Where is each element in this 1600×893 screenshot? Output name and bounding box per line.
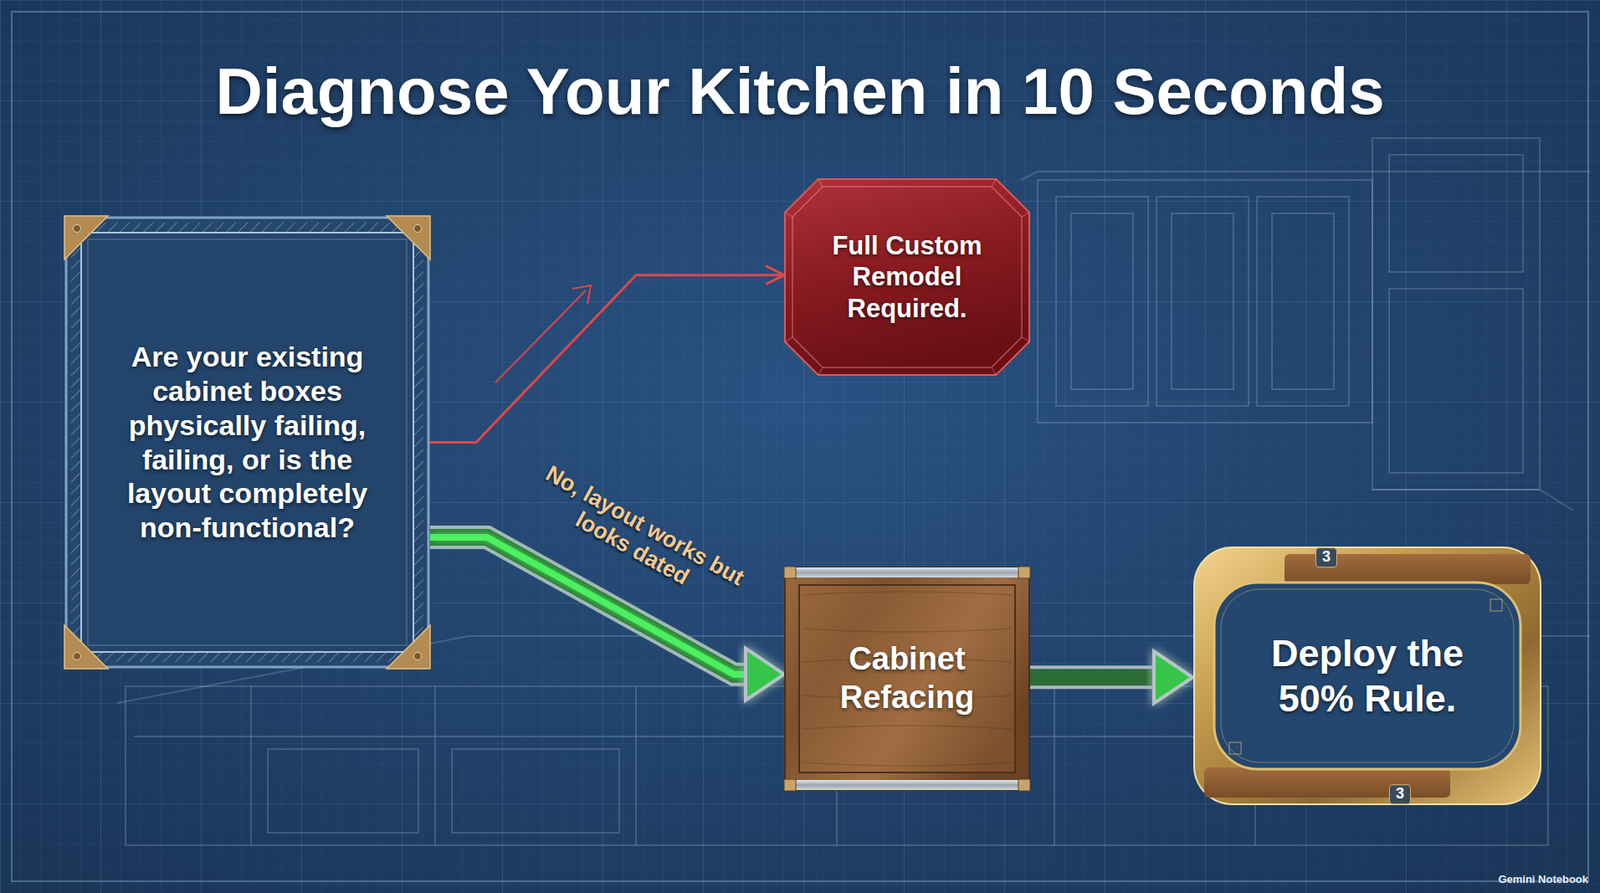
corner-bracket: [386, 215, 431, 260]
node-text-group: Deploy the 50% Rule.: [1254, 630, 1481, 722]
title: Diagnose Your Kitchen in 10 Seconds: [0, 53, 1600, 130]
node-shape: [64, 215, 431, 669]
node-shape: [784, 566, 1031, 791]
connector-arrow: [1030, 651, 1193, 703]
connector-arrow: [430, 266, 785, 443]
wood-grain: [802, 628, 1012, 632]
corner-bracket: [386, 625, 431, 669]
outcome-octagon: Full Custom Remodel Required.: [784, 178, 1031, 376]
octagon-facet: [818, 367, 823, 375]
octagon-facet: [1021, 337, 1030, 342]
node-shape: [1192, 545, 1543, 806]
corner-screw: [414, 652, 422, 661]
connector-line: [1030, 673, 1154, 681]
octagon-outline: [784, 179, 1030, 375]
arrowhead: [745, 648, 785, 701]
gold-frame: [1194, 547, 1541, 805]
frame-inner: [81, 232, 414, 652]
connector-body: [1030, 668, 1154, 686]
watermark: Gemini Notebook: [1497, 872, 1589, 886]
octagon-facet: [784, 337, 793, 342]
corner-bracket: [64, 625, 108, 669]
metal-band: [795, 567, 1019, 578]
wood-band: [1204, 767, 1451, 798]
corner-plate: [784, 566, 796, 579]
connector-line: [765, 273, 785, 277]
edge-label: No, layout works but looks dated: [527, 459, 750, 615]
arrowhead: [1153, 651, 1193, 703]
decorative-red-arrow: [495, 285, 591, 383]
process-box: Cabinet Refacing: [784, 566, 1031, 791]
octagon-inner: [792, 186, 1022, 368]
result-panel: Deploy the 50% Rule.: [1192, 545, 1543, 806]
decision-box: Are your existing cabinet boxes physical…: [64, 215, 431, 669]
octagon-facet: [818, 179, 823, 187]
node-text-group: Are your existing cabinet boxes physical…: [112, 339, 382, 545]
node-label: Deploy the 50% Rule.: [1254, 630, 1481, 722]
octagon-facet: [1021, 212, 1030, 217]
wood-grain: [802, 591, 1012, 595]
node-label: Are your existing cabinet boxes physical…: [112, 339, 382, 545]
corner-plate: [784, 779, 796, 791]
node-label: Full Custom Remodel Required.: [817, 230, 997, 324]
corner-screw: [73, 652, 82, 661]
metal-band: [795, 779, 1019, 790]
corner-screw: [414, 225, 422, 233]
frame-outer: [66, 217, 429, 667]
wood-inset: [799, 584, 1016, 773]
octagon-facet: [784, 212, 793, 217]
node-text-group: Full Custom Remodel Required.: [817, 230, 997, 324]
wood-grain: [802, 762, 1012, 766]
connector-rim: [1030, 665, 1154, 689]
connector-line: [430, 275, 766, 443]
corner-screw: [73, 225, 82, 233]
octagon-facet: [991, 367, 996, 375]
inner-panel-line: [1220, 589, 1514, 763]
callout-number: 3: [1315, 547, 1338, 568]
frame-inner-line: [87, 239, 407, 646]
octagon-facet: [991, 179, 996, 187]
callout-number: 3: [1389, 784, 1411, 805]
corner-mark: [1490, 599, 1503, 611]
corner-plate: [1018, 779, 1031, 791]
node-text-group: Cabinet Refacing: [819, 640, 995, 717]
corner-mark: [1229, 742, 1242, 754]
inner-panel: [1214, 582, 1521, 770]
wood-panel: [784, 567, 1030, 790]
node-label: Cabinet Refacing: [819, 640, 995, 717]
corner-plate: [1018, 566, 1031, 579]
corner-bracket: [64, 215, 108, 260]
page-border: [11, 11, 1589, 882]
frame-hatch: [71, 222, 424, 662]
arrowhead: [765, 266, 785, 285]
wood-grain: [802, 725, 1012, 729]
